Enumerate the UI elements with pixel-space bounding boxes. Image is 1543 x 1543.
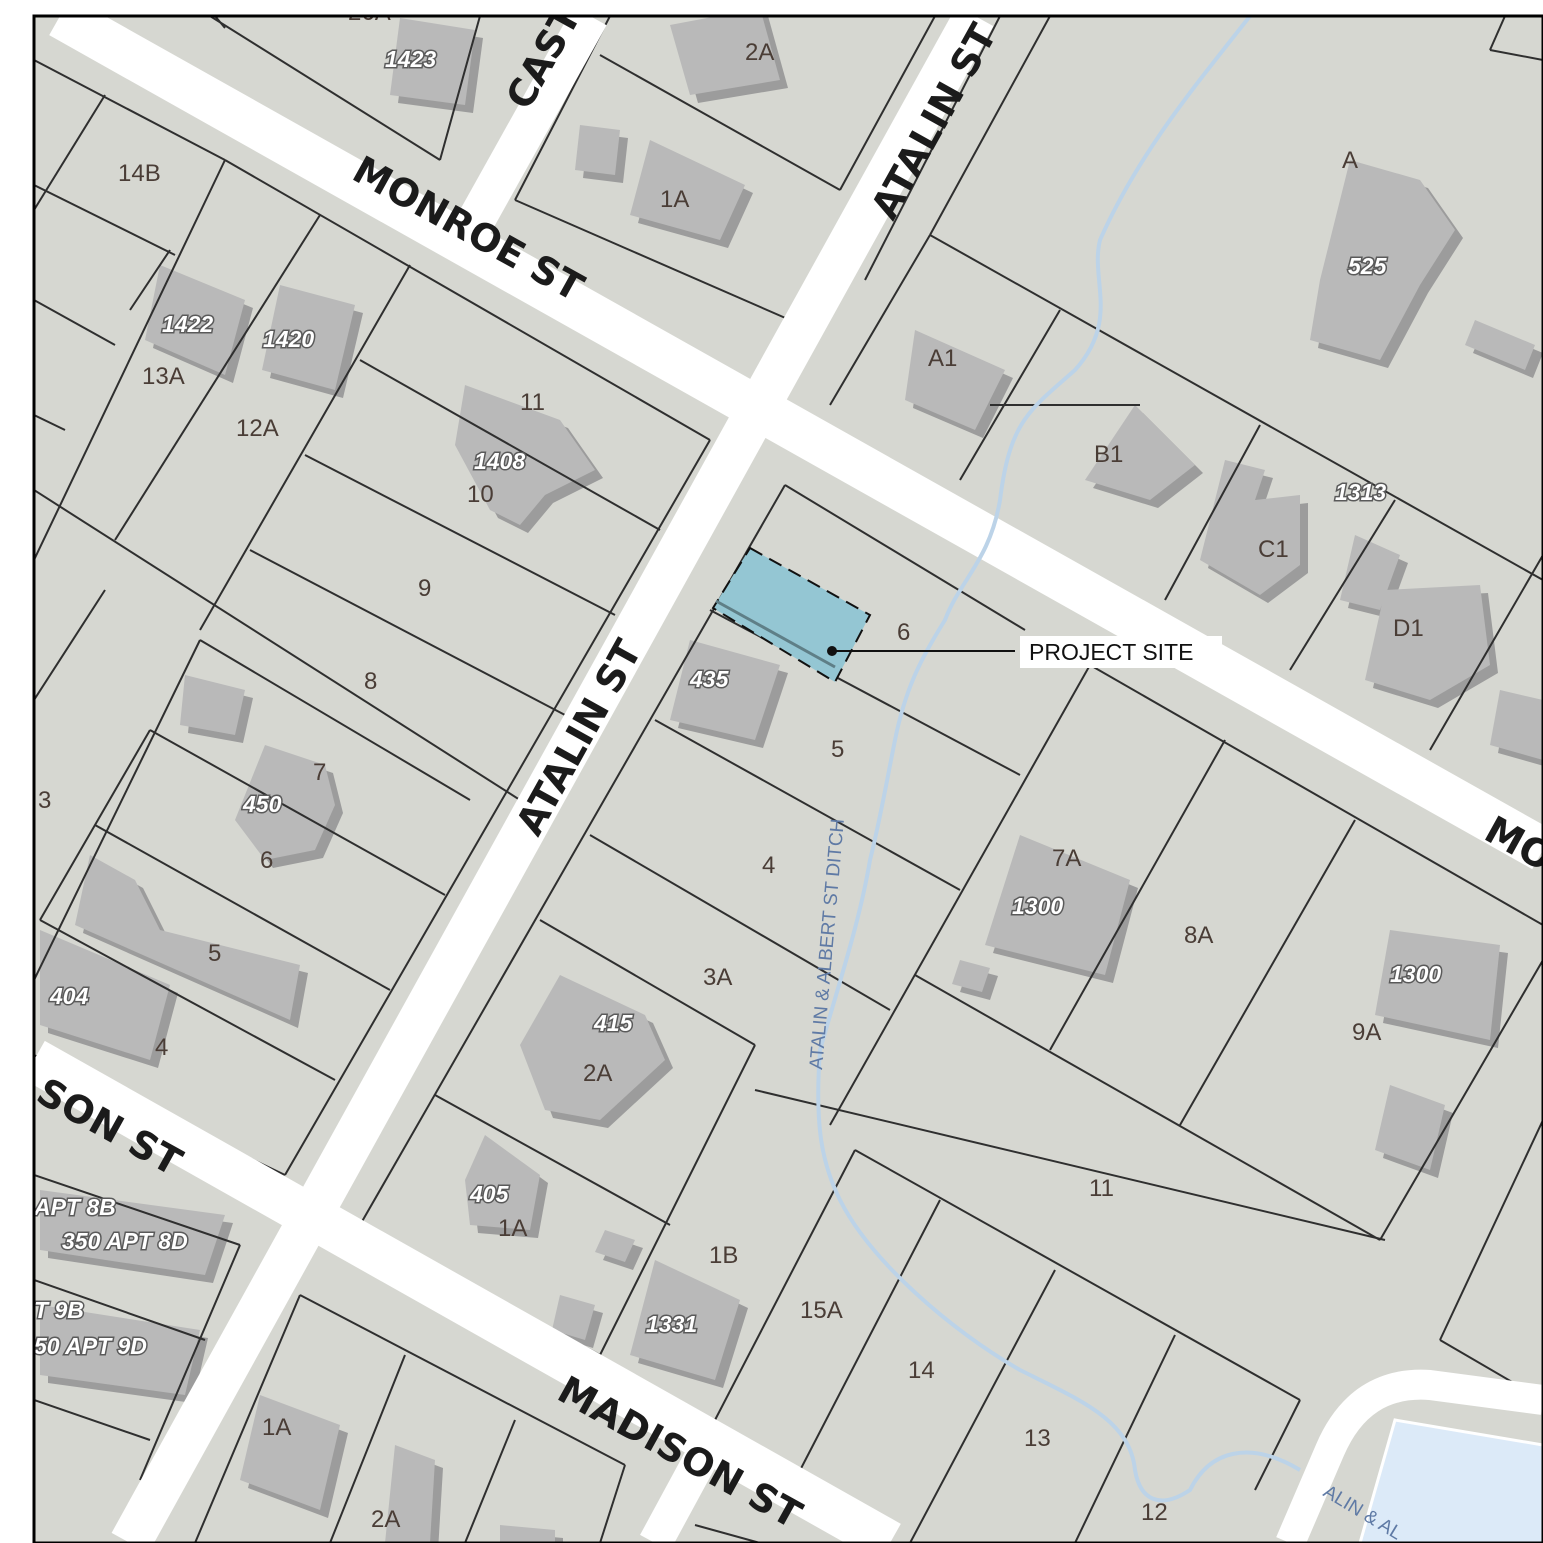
address-1423: 1423 <box>385 46 436 72</box>
parcel-lines <box>34 16 1543 1543</box>
lot-15a: 15A <box>800 1297 843 1324</box>
lot-d1: D1 <box>1393 615 1424 642</box>
address-apt-8b: APT 8B <box>33 1194 116 1220</box>
lot-11-east: 11 <box>1089 1175 1114 1202</box>
atalin-albert-ditch <box>816 16 1302 1503</box>
address-415: 415 <box>593 1010 634 1036</box>
atalin-street <box>111 16 994 1543</box>
lot-7a: 7A <box>1052 845 1081 872</box>
lot-12: 12 <box>1141 1499 1168 1526</box>
lot-3-west: 3 <box>38 787 51 814</box>
lot-5-west: 5 <box>208 940 221 967</box>
lot-7: 7 <box>313 759 326 786</box>
address-525: 525 <box>1348 253 1388 279</box>
address-1422: 1422 <box>162 311 213 337</box>
lot-2a-north: 2A <box>745 39 774 66</box>
address-1331: 1331 <box>646 1311 697 1337</box>
madison-spur <box>640 1451 715 1543</box>
lot-14: 14 <box>908 1357 935 1384</box>
lot-4-east: 4 <box>762 852 775 879</box>
lot-a: A <box>1342 147 1358 174</box>
address-apt-9d: 50 APT 9D <box>34 1333 147 1359</box>
lot-10: 10 <box>467 481 494 508</box>
lot-5-east: 5 <box>831 736 844 763</box>
lot-9a: 9A <box>1352 1019 1381 1046</box>
address-450: 450 <box>242 791 282 817</box>
address-404: 404 <box>49 983 89 1009</box>
roads <box>34 16 1543 1543</box>
lot-1b: 1B <box>709 1242 738 1269</box>
address-1300-west: 1300 <box>1012 893 1063 919</box>
lot-11-west: 11 <box>520 389 545 416</box>
madison-street <box>34 1040 901 1543</box>
cul-de-sac-road <box>1276 1369 1543 1543</box>
address-1300-east: 1300 <box>1390 961 1441 987</box>
lot-14b: 14B <box>118 160 161 187</box>
lot-a1: A1 <box>928 345 957 372</box>
project-site-inner-line <box>715 599 836 669</box>
lot-8: 8 <box>364 668 377 695</box>
lot-4-west: 4 <box>155 1034 168 1061</box>
map-frame <box>32 14 1543 1543</box>
lot-1a-north: 1A <box>660 186 689 213</box>
address-405: 405 <box>469 1181 510 1207</box>
callout-label-box <box>1020 636 1222 668</box>
lot-13: 13 <box>1024 1425 1051 1452</box>
castle-street <box>448 16 607 250</box>
lot-1a-south: 1A <box>262 1414 291 1441</box>
lot-9: 9 <box>418 575 431 602</box>
lot-6-west: 6 <box>260 847 273 874</box>
project-site-label: PROJECT SITE <box>1029 639 1193 665</box>
lot-b1: B1 <box>1094 441 1123 468</box>
address-350-apt-8d: 350 APT 8D <box>62 1228 188 1254</box>
lot-26a: 26A <box>348 0 391 26</box>
monroe-street <box>49 16 1543 870</box>
address-1313: 1313 <box>1335 479 1386 505</box>
lot-12a: 12A <box>236 415 279 442</box>
buildings <box>40 16 1543 1543</box>
callout-dot <box>827 646 837 656</box>
lot-6-east: 6 <box>897 619 910 646</box>
address-1408: 1408 <box>474 448 525 474</box>
lot-c1: C1 <box>1258 536 1289 563</box>
lot-8a: 8A <box>1184 922 1213 949</box>
address-1420: 1420 <box>263 326 314 352</box>
address-435: 435 <box>689 666 730 692</box>
lot-3a: 3A <box>703 964 732 991</box>
lot-2a-south: 2A <box>371 1506 400 1533</box>
pond <box>1358 1418 1543 1543</box>
lot-13a: 13A <box>142 363 185 390</box>
address-apt-9b: T 9B <box>34 1297 84 1323</box>
lot-2a-middle: 2A <box>583 1060 612 1087</box>
lot-1a-middle: 1A <box>498 1215 527 1242</box>
